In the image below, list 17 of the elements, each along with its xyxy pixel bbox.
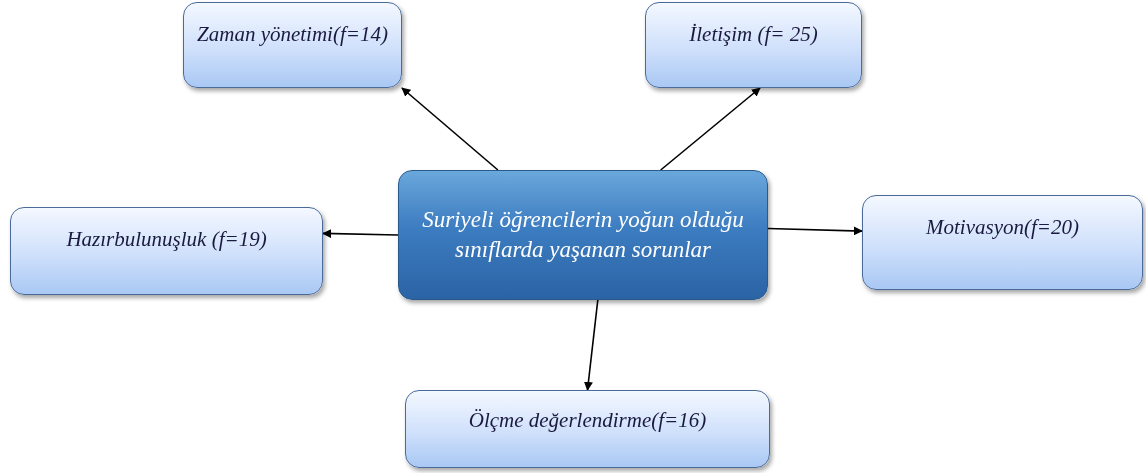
node-label: Motivasyon(f=20)	[926, 214, 1079, 241]
central-topic-box	[398, 170, 768, 300]
subtopic-box	[862, 195, 1143, 290]
node-label: İletişim (f= 25)	[689, 21, 818, 48]
subtopic-box	[10, 207, 323, 295]
arrow	[767, 226, 863, 236]
arrow	[401, 87, 499, 171]
arrow	[322, 229, 399, 239]
arrow	[659, 87, 761, 171]
node-label: Suriyeli öğrencilerin yoğun olduğu sınıflarda yaşanan sorunlar	[421, 206, 745, 264]
subtopic-box	[183, 2, 402, 88]
node-label: Zaman yönetimi(f=14)	[197, 21, 388, 48]
arrow	[583, 299, 599, 391]
subtopic-box	[405, 390, 770, 468]
node-label: Ölçme değerlendirme(f=16)	[468, 407, 707, 434]
node-label: Hazırbulunuşluk (f=19)	[66, 226, 267, 253]
subtopic-box	[645, 2, 862, 88]
